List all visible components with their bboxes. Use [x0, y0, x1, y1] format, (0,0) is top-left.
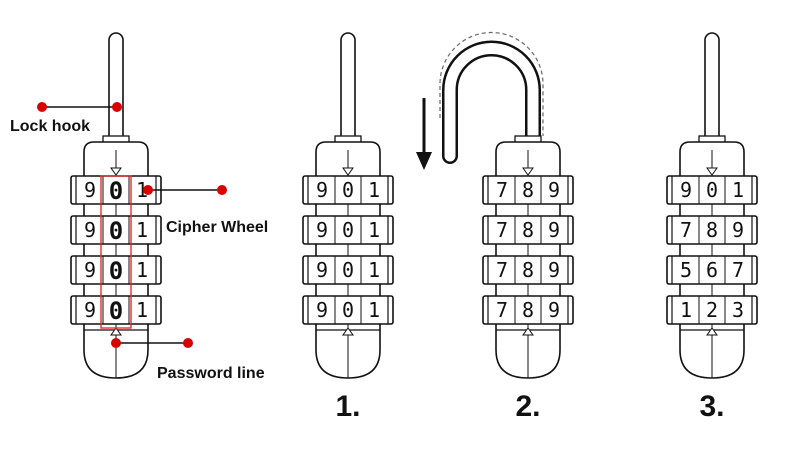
- top-marker-icon: [342, 167, 354, 176]
- wheel-digit: 0: [342, 178, 354, 202]
- top-marker-icon: [706, 167, 718, 176]
- wheel-digit: 0: [109, 217, 123, 245]
- wheel-digit: 9: [548, 258, 560, 282]
- callout-dot: [37, 102, 47, 112]
- wheel-digit: 1: [368, 178, 380, 202]
- wheel-digit: 0: [342, 258, 354, 282]
- wheel-digit: 0: [706, 178, 718, 202]
- wheel-digit: 6: [706, 258, 718, 282]
- step-number: 3.: [699, 390, 724, 423]
- callout-cipher-wheel: Cipher Wheel: [143, 185, 268, 236]
- wheel-digit: 1: [136, 298, 148, 322]
- wheel-digit: 9: [548, 298, 560, 322]
- callout-lock-hook: Lock hook: [10, 102, 122, 135]
- wheel-digit: 0: [109, 177, 123, 205]
- lock-hook-open: [439, 31, 544, 164]
- step-number: 2.: [515, 390, 540, 423]
- callout-password-line: Password line: [111, 338, 265, 382]
- lock-hook: [340, 32, 356, 143]
- wheel-digit: 8: [706, 218, 718, 242]
- cipher-wheel-label: Cipher Wheel: [166, 219, 268, 236]
- step-number: 1.: [335, 390, 360, 423]
- wheel-digit: 9: [680, 178, 692, 202]
- wheel-digit: 7: [496, 298, 508, 322]
- wheel-digit: 7: [680, 218, 692, 242]
- wheel-digit: 9: [548, 178, 560, 202]
- wheel-digit: 9: [84, 258, 96, 282]
- bottom-marker-icon: [522, 327, 534, 336]
- wheel-digit: 9: [316, 178, 328, 202]
- wheel-digit: 7: [496, 178, 508, 202]
- wheel-digit: 9: [316, 298, 328, 322]
- lock-hook: [108, 32, 124, 143]
- callout-dot: [217, 185, 227, 195]
- wheel-digit: 5: [680, 258, 692, 282]
- callout-dot: [111, 338, 121, 348]
- wheel-digit: 9: [548, 218, 560, 242]
- wheel-digit: 1: [136, 258, 148, 282]
- wheel-digit: 3: [732, 298, 744, 322]
- callout-dot: [143, 185, 153, 195]
- lock-hook-label: Lock hook: [10, 118, 90, 135]
- wheel-digit: 1: [368, 298, 380, 322]
- wheel-digit: 7: [496, 218, 508, 242]
- wheel-digit: 8: [522, 218, 534, 242]
- wheel-digit: 7: [496, 258, 508, 282]
- callout-dot: [183, 338, 193, 348]
- wheel-digit: 1: [732, 178, 744, 202]
- wheel-digit: 1: [368, 218, 380, 242]
- wheel-digit: 9: [732, 218, 744, 242]
- wheel-digit: 1: [680, 298, 692, 322]
- wheel-digit: 9: [84, 178, 96, 202]
- bottom-marker-icon: [706, 327, 718, 336]
- down-arrow-icon: [416, 98, 432, 170]
- wheel-digit: 1: [368, 258, 380, 282]
- wheel-digit: 2: [706, 298, 718, 322]
- wheel-digit: 0: [109, 297, 123, 325]
- wheel-digit: 1: [136, 218, 148, 242]
- wheel-digit: 8: [522, 258, 534, 282]
- wheel-digit: 7: [732, 258, 744, 282]
- lock-hook: [704, 32, 720, 143]
- callout-dot: [112, 102, 122, 112]
- wheel-digit: 1: [136, 178, 148, 202]
- wheel-digit: 8: [522, 178, 534, 202]
- password-highlight-box: [100, 175, 132, 329]
- wheel-digit: 0: [109, 257, 123, 285]
- wheel-digit: 9: [84, 218, 96, 242]
- wheel-digit: 9: [84, 298, 96, 322]
- top-marker-icon: [522, 167, 534, 176]
- bottom-marker-icon: [110, 327, 122, 336]
- wheel-digit: 9: [316, 218, 328, 242]
- wheel-digit: 8: [522, 298, 534, 322]
- bottom-marker-icon: [342, 327, 354, 336]
- wheel-digit: 0: [342, 298, 354, 322]
- password-line-label: Password line: [157, 365, 265, 382]
- wheel-digit: 0: [342, 218, 354, 242]
- top-marker-icon: [110, 167, 122, 176]
- wheel-digit: 9: [316, 258, 328, 282]
